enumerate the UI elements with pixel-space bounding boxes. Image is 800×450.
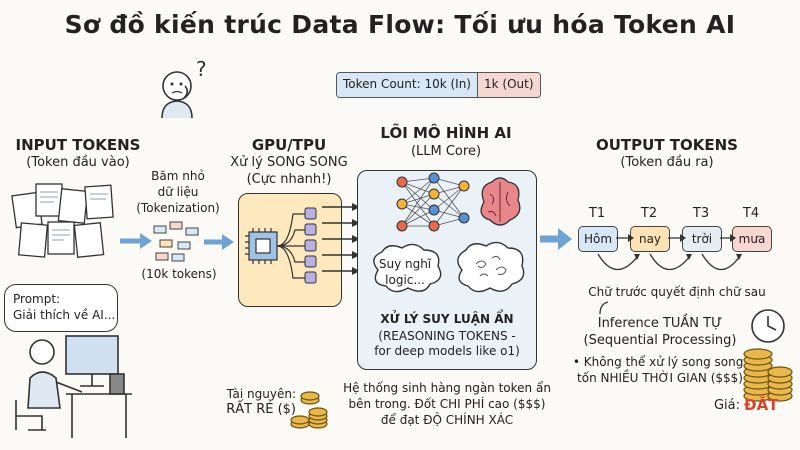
- llm-note-line-3: để đạt ĐỘ CHÍNH XÁC: [380, 413, 514, 427]
- token-count-in: Token Count: 10k (In): [337, 73, 477, 97]
- hidden-reasoning-title: XỬ LÝ SUY LUẬN ẨN: [380, 312, 514, 326]
- token-shards-icon: [153, 221, 199, 262]
- llm-heading: LÕI MÔ HÌNH AI: [380, 124, 512, 142]
- output-token-t1: Hôm: [578, 226, 618, 252]
- hidden-reasoning-line-3: for deep models like o1): [374, 344, 520, 358]
- output-token-t3: trời: [682, 226, 722, 252]
- gpu-line-2: (Cực nhanh!): [246, 172, 332, 187]
- page-title: Sơ đồ kiến trúc Data Flow: Tối ưu hóa To…: [64, 10, 736, 39]
- think-line-1: Suy nghĩ: [378, 257, 432, 271]
- person-at-computer-icon: [15, 335, 132, 438]
- think-line-2: logic...: [385, 273, 425, 287]
- parallel-arrows-icon: [322, 203, 360, 275]
- output-subheading: (Token đầu ra): [620, 155, 714, 170]
- resource-value: RẤT RẺ ($): [226, 402, 296, 417]
- documents-icon: [11, 183, 114, 258]
- output-token-label-t4: T4: [742, 206, 760, 221]
- prompt-label: Prompt:: [13, 292, 61, 306]
- price-value: ĐẮT: [744, 396, 779, 414]
- llm-note-line-1: Hệ thống sinh hàng ngàn token ẩn: [343, 381, 551, 395]
- price-label: Giá:: [713, 398, 740, 413]
- input-heading: INPUT TOKENS: [15, 136, 141, 154]
- inference-bullet-1: • Không thể xử lý song song,: [572, 355, 748, 369]
- arrow-shards-to-gpu-icon: [204, 234, 234, 250]
- output-token-t2: nay: [630, 226, 670, 252]
- clock-and-coins-icon: [743, 309, 793, 402]
- thinking-cloud-icon: [373, 243, 442, 293]
- curved-arrow-icon: [599, 301, 609, 315]
- output-heading: OUTPUT TOKENS: [595, 136, 738, 154]
- output-token-t4: mưa: [732, 226, 772, 252]
- input-subheading: (Token đầu vào): [26, 155, 130, 170]
- output-token-label-t2: T2: [640, 206, 658, 221]
- hidden-reasoning-line-2: (REASONING TOKENS -: [378, 329, 516, 343]
- gpu-box: [238, 193, 342, 307]
- tokenize-line-1: Băm nhỏ: [151, 169, 205, 183]
- resource-label: Tài nguyên:: [226, 387, 296, 401]
- gpu-chip-icon: [245, 207, 317, 284]
- arrow-docs-to-shards-icon: [120, 233, 152, 249]
- prompt-bubble: Prompt: Giải thích về AI...: [4, 284, 118, 332]
- svg-text:?: ?: [196, 58, 207, 81]
- neural-network-icon: [396, 172, 521, 232]
- thinking-person-icon: ?: [161, 58, 207, 119]
- prompt-text: Giải thích về AI...: [13, 308, 116, 322]
- output-token-label-t3: T3: [692, 206, 710, 221]
- gpu-line-1: Xử lý SONG SONG: [230, 155, 348, 170]
- input-token-count: (10k tokens): [141, 267, 217, 281]
- hidden-tokens-cloud-icon: [457, 241, 525, 293]
- inference-line-1: Inference TUẦN TỰ: [597, 316, 723, 331]
- llm-subheading: (LLM Core): [410, 144, 482, 159]
- inference-bullet-2: tốn NHIỀU THỜI GIAN ($$$): [577, 371, 743, 385]
- brain-icon: [480, 177, 521, 226]
- token-count-out: 1k (Out): [477, 73, 540, 97]
- inference-line-2: (Sequential Processing): [583, 333, 737, 348]
- dependency-note: Chữ trước quyết định chữ sau: [588, 285, 766, 299]
- gpu-heading: GPU/TPU: [251, 136, 327, 154]
- tokenize-line-2: dữ liệu: [157, 185, 199, 199]
- clock-icon: [751, 309, 785, 343]
- output-token-label-t1: T1: [588, 206, 606, 221]
- token-dependency-arrows-icon: [597, 234, 742, 271]
- llm-note-line-2: bên trong. Đốt CHI PHÍ cao ($$$): [348, 397, 546, 411]
- coins-icon: [290, 391, 328, 429]
- tokenize-line-3: (Tokenization): [136, 201, 220, 215]
- arrow-llm-to-output-icon: [540, 228, 572, 250]
- token-count-badge: Token Count: 10k (In) 1k (Out): [336, 72, 541, 98]
